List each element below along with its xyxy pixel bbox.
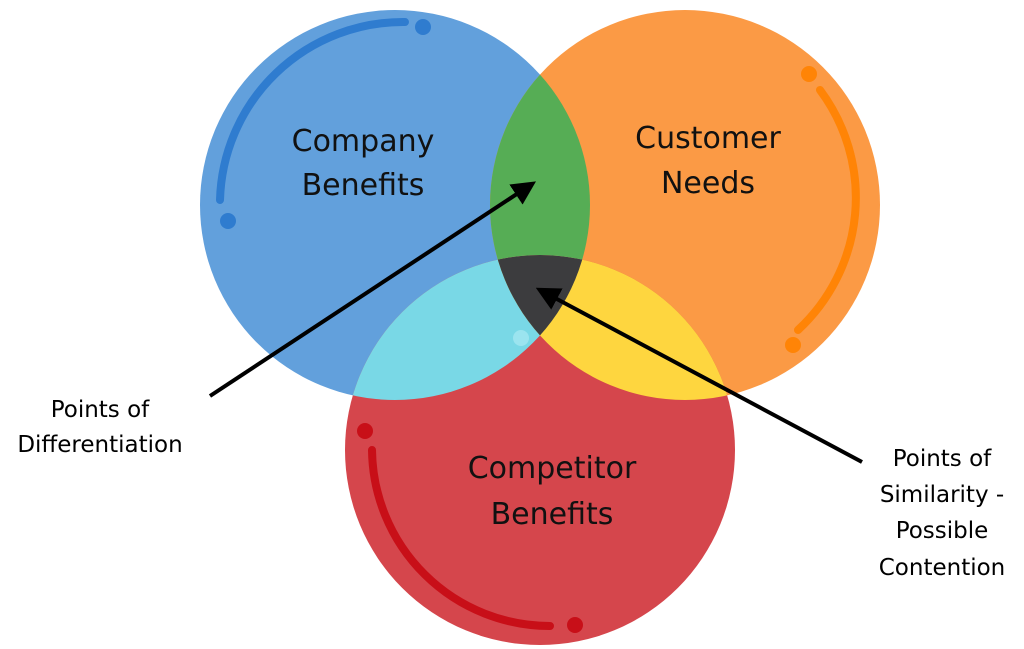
customer-arc bbox=[794, 86, 860, 334]
customer-arc-dot-bottom bbox=[785, 337, 801, 353]
competitor-label-line2: Benefits bbox=[491, 497, 614, 532]
cyan-overlap-dot bbox=[513, 330, 529, 346]
differentiation-label: Points of bbox=[51, 397, 150, 423]
differentiation-label-line2: Differentiation bbox=[17, 432, 182, 458]
similarity-label-line4: Contention bbox=[879, 555, 1006, 581]
similarity-label: Points of bbox=[893, 446, 992, 472]
customer-arc-dot-top bbox=[801, 66, 817, 82]
company-label-line2: Benefits bbox=[302, 168, 425, 203]
customer-competitor-overlap bbox=[490, 255, 735, 400]
differentiation-arrow bbox=[208, 181, 537, 398]
competitor-arc bbox=[368, 446, 554, 630]
similarity-arrow bbox=[535, 287, 863, 464]
competitor-arc-dot-bottom bbox=[567, 617, 583, 633]
company-arc-dot-bottom bbox=[220, 213, 236, 229]
customer-label: Customer bbox=[635, 121, 781, 156]
company-label: Company bbox=[292, 124, 435, 159]
competitor-label: Competitor bbox=[468, 451, 637, 486]
company-arc-dot-top bbox=[415, 19, 431, 35]
competitor-arc-dot-top bbox=[357, 423, 373, 439]
similarity-label-line2: Similarity - bbox=[880, 482, 1004, 508]
customer-label-line2: Needs bbox=[661, 166, 755, 201]
company-arc bbox=[216, 17, 409, 204]
similarity-label-line3: Possible bbox=[896, 518, 989, 544]
company-competitor-overlap bbox=[345, 255, 590, 400]
